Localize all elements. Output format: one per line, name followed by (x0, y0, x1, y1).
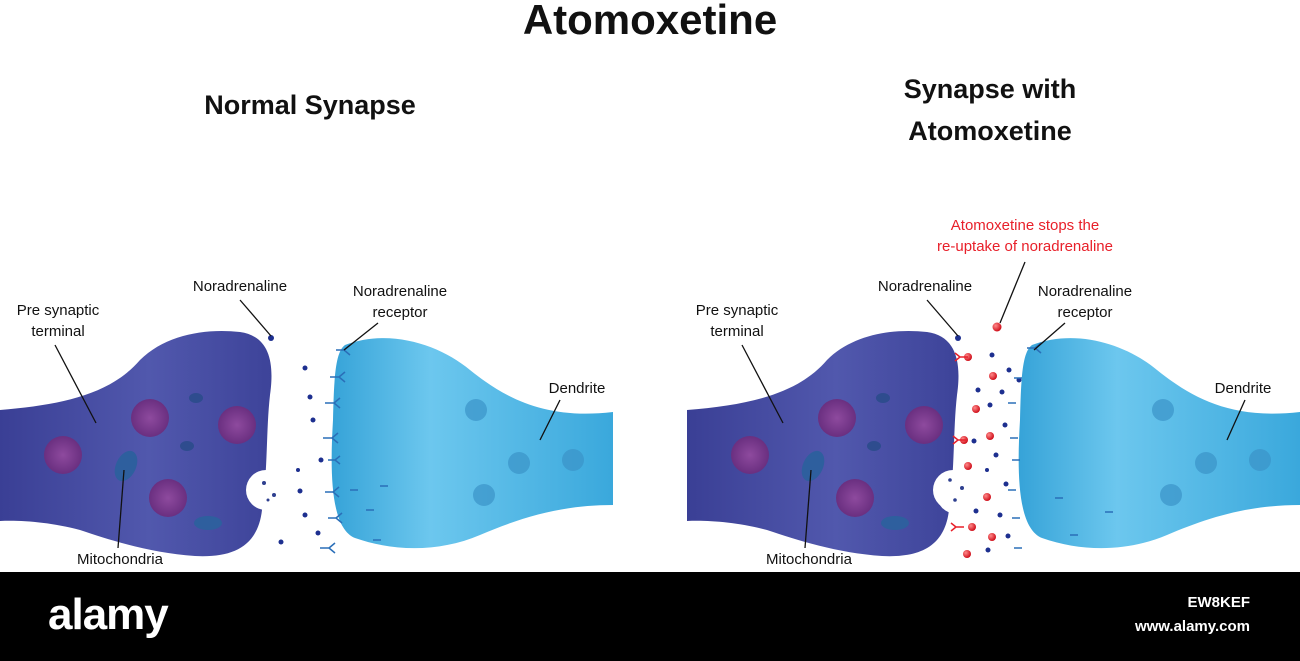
right-noradrenaline-label: Noradrenaline (877, 278, 973, 295)
main-title: Atomoxetine (522, 0, 778, 43)
right-noradrenaline-molecules (948, 335, 1022, 553)
left-noradrenaline-molecules (262, 335, 324, 545)
right-mitochondria-label: Mitochondria (766, 551, 852, 568)
stock-url: www.alamy.com (1134, 618, 1250, 635)
stock-watermark-bar: alamy EW8KEF www.alamy.com (0, 572, 1300, 661)
left-dendrite (331, 338, 613, 549)
left-dendrite-label: Dendrite (548, 380, 606, 397)
right-panel-title-line1: Synapse with (903, 74, 1077, 104)
atomoxetine-annotation-line1: Atomoxetine stops the (950, 217, 1100, 234)
left-presynaptic-label-line2: terminal (31, 323, 85, 340)
right-reuptake-sites (950, 352, 968, 532)
left-presynaptic-terminal (0, 330, 286, 557)
right-atomoxetine-molecules (960, 322, 1002, 558)
right-presynaptic-label-line1: Pre synaptic (695, 302, 779, 319)
right-dendrite (1018, 338, 1300, 549)
right-presynaptic-terminal (687, 330, 978, 557)
right-presynaptic-label-line2: terminal (710, 323, 764, 340)
image-id: EW8KEF (1187, 594, 1250, 611)
right-receptor-label-line2: receptor (1057, 304, 1113, 321)
left-panel-title: Normal Synapse (204, 90, 416, 120)
right-panel-title-line2: Atomoxetine (908, 116, 1072, 146)
left-noradrenaline-receptors (320, 344, 388, 554)
left-receptor-label-line1: Noradrenaline (352, 283, 448, 300)
right-receptors (1008, 342, 1113, 549)
alamy-logo: alamy (48, 590, 169, 639)
left-receptor-label-line2: receptor (372, 304, 428, 321)
left-presynaptic-label-line1: Pre synaptic (16, 302, 100, 319)
left-mitochondria-label: Mitochondria (77, 551, 163, 568)
right-receptor-label-line1: Noradrenaline (1037, 283, 1133, 300)
right-dendrite-label: Dendrite (1214, 380, 1272, 397)
left-noradrenaline-label: Noradrenaline (192, 278, 288, 295)
synapse-diagram (0, 261, 1300, 558)
atomoxetine-annotation-line2: re-uptake of noradrenaline (937, 238, 1113, 255)
right-leader-lines (741, 261, 1246, 549)
left-leader-lines (54, 299, 561, 549)
